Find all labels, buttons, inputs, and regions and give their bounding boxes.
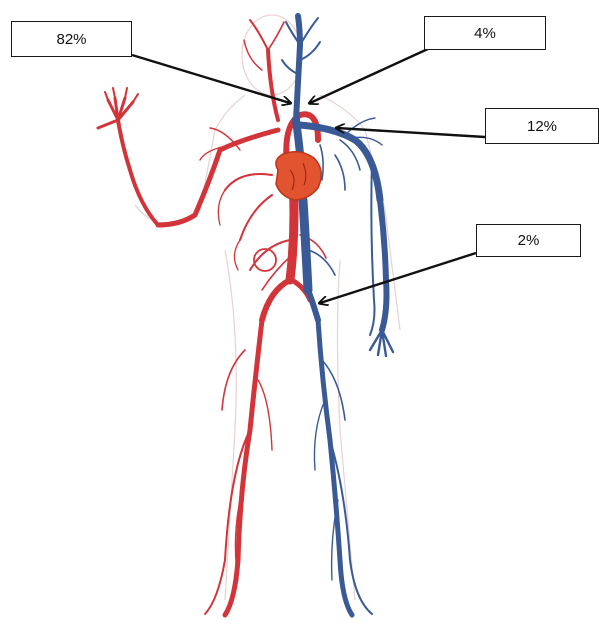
heart bbox=[276, 152, 321, 200]
arrow-4 bbox=[310, 48, 430, 103]
inferior-vena-cava bbox=[303, 200, 308, 290]
arterial-network bbox=[98, 20, 326, 615]
arrow-12 bbox=[337, 128, 485, 137]
hand-veins bbox=[370, 330, 393, 356]
carotid-artery bbox=[268, 50, 278, 120]
left-iliac-artery bbox=[262, 280, 290, 320]
label-4-percent: 4% bbox=[424, 16, 546, 50]
arrow-82 bbox=[132, 55, 290, 103]
hand-arteries bbox=[98, 98, 133, 128]
arrow-2 bbox=[320, 253, 476, 303]
label-82-percent: 82% bbox=[11, 21, 132, 57]
leg-artery bbox=[225, 320, 262, 615]
label-2-percent: 2% bbox=[476, 224, 581, 257]
jugular-vein bbox=[296, 16, 300, 120]
leg-vein bbox=[318, 320, 352, 615]
arm-vein bbox=[380, 200, 387, 330]
label-12-percent: 12% bbox=[485, 108, 599, 144]
